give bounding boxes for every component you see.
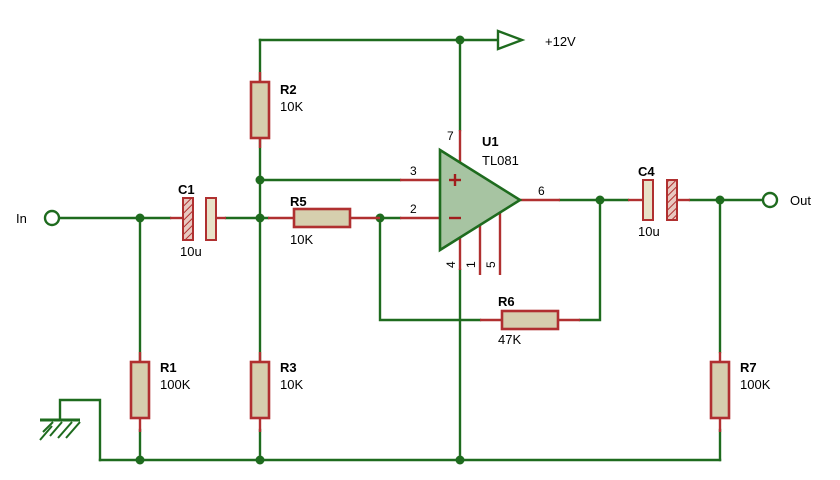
r3-value: 10K: [280, 377, 303, 392]
pin-2-label: 2: [410, 202, 417, 216]
output-port-label: Out: [790, 193, 811, 208]
r5-value: 10K: [290, 232, 313, 247]
pin-7-label: 7: [447, 129, 454, 143]
c1-ref: C1: [178, 182, 195, 197]
wires: [58, 38, 764, 462]
output-terminal-icon[interactable]: [761, 191, 779, 209]
capacitor-c4[interactable]: C4 10u: [628, 164, 690, 239]
r1-ref: R1: [160, 360, 177, 375]
junction-dot: [455, 35, 465, 45]
resistor-r6[interactable]: R6 47K: [480, 294, 580, 347]
ground-symbol: [39, 418, 81, 441]
input-port-label: In: [16, 211, 27, 226]
junction-dot: [595, 195, 605, 205]
pin-3-label: 3: [410, 164, 417, 178]
pin-1-label: 1: [464, 261, 478, 268]
u1-value: TL081: [482, 153, 519, 168]
junction-dot: [255, 455, 265, 465]
power-label: +12V: [545, 34, 576, 49]
output-port[interactable]: Out: [761, 191, 811, 209]
junction-dot: [135, 455, 145, 465]
r7-value: 100K: [740, 377, 771, 392]
resistor-r3[interactable]: R3 10K: [249, 352, 303, 432]
r7-ref: R7: [740, 360, 757, 375]
junctions: [135, 35, 725, 465]
r6-ref: R6: [498, 294, 515, 309]
capacitor-c1[interactable]: C1 10u: [170, 182, 226, 259]
power-arrow-icon: [496, 29, 526, 51]
r3-ref: R3: [280, 360, 297, 375]
junction-dot: [455, 455, 465, 465]
power-terminal: +12V: [496, 29, 576, 51]
r2-ref: R2: [280, 82, 297, 97]
opamp-triangle-icon: [438, 147, 523, 253]
pin-4-label: 4: [444, 261, 458, 268]
resistor-r1[interactable]: R1 100K: [129, 352, 191, 432]
input-port[interactable]: In: [16, 209, 61, 227]
junction-dot: [255, 213, 265, 223]
r2-value: 10K: [280, 99, 303, 114]
input-terminal-icon[interactable]: [43, 209, 61, 227]
u1-ref: U1: [482, 134, 499, 149]
pin-5-label: 5: [484, 261, 498, 268]
junction-dot: [715, 195, 725, 205]
r6-value: 47K: [498, 332, 521, 347]
junction-dot: [135, 213, 145, 223]
opamp-u1[interactable]: U1 TL081 7 3 2 6 4 1 5: [400, 129, 560, 275]
resistor-r7[interactable]: R7 100K: [709, 352, 771, 432]
c4-ref: C4: [638, 164, 655, 179]
resistor-r2[interactable]: R2 10K: [249, 72, 303, 148]
junction-dot: [255, 175, 265, 185]
r1-value: 100K: [160, 377, 191, 392]
resistor-r5[interactable]: R5 10K: [268, 194, 380, 247]
r5-ref: R5: [290, 194, 307, 209]
pin-6-label: 6: [538, 184, 545, 198]
c1-value: 10u: [180, 244, 202, 259]
c4-value: 10u: [638, 224, 660, 239]
